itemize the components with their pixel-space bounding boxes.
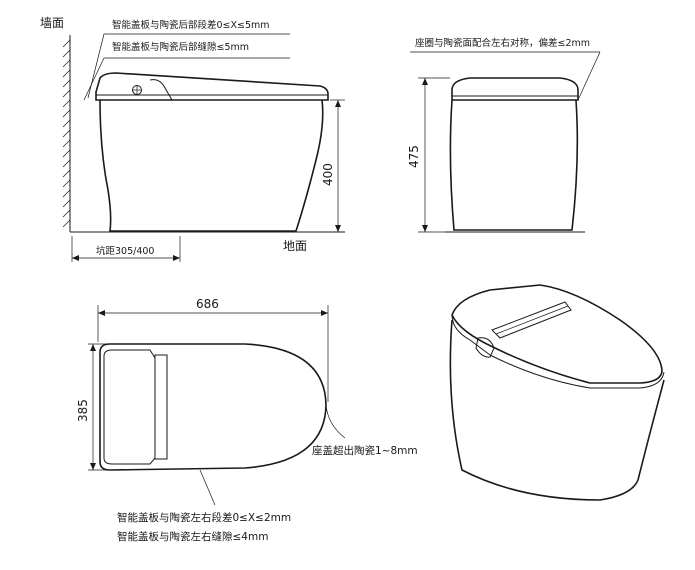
side-height-value: 400: [321, 163, 335, 186]
rear-leader-1: [87, 33, 105, 99]
top-control-panel: [103, 349, 156, 465]
front-bowl: [449, 99, 579, 231]
iso-bowl: [449, 319, 665, 501]
wall-hatch: [62, 39, 71, 228]
overhang-leader: [325, 404, 346, 439]
top-view: [88, 305, 346, 506]
iso-control-panel: [491, 301, 572, 339]
side-step-note: 智能盖板与陶瓷左右段差0≤X≤2mm: [117, 511, 291, 524]
iso-hinge: [475, 337, 495, 358]
side-gap-note: 智能盖板与陶瓷左右缝隙≤4mm: [117, 530, 268, 543]
side-note-leader: [199, 469, 216, 506]
top-lid-outline: [99, 343, 327, 471]
lid-overhang-note: 座盖超出陶瓷1~8mm: [312, 444, 418, 457]
width-value: 385: [76, 399, 90, 422]
iso-lid-edge: [451, 314, 665, 389]
rear-leader-2: [83, 57, 105, 101]
rear-gap-note: 智能盖板与陶瓷后部缝隙≤5mm: [112, 41, 249, 53]
front-lid: [451, 77, 579, 101]
wall-label: 墙面: [40, 16, 64, 30]
side-view: [62, 33, 345, 262]
rear-step-note: 智能盖板与陶瓷后部段差0≤X≤5mm: [112, 19, 270, 31]
symmetry-leader: [577, 51, 601, 101]
top-hinge-block: [154, 354, 168, 460]
side-bowl: [99, 99, 324, 232]
perspective-view: [449, 284, 665, 501]
side-lid: [95, 72, 329, 101]
iso-lid: [451, 284, 663, 384]
floor-label: 地面: [283, 239, 307, 253]
side-hinge: [149, 79, 173, 101]
seat-symmetry-note: 座圈与陶瓷面配合左右对称，偏差≤2mm: [415, 37, 590, 49]
front-view: [410, 51, 601, 233]
length-value: 686: [196, 297, 219, 311]
power-button-icon: [132, 85, 142, 95]
front-height-value: 475: [407, 145, 421, 168]
rough-in-label: 坑距305/400: [96, 245, 154, 257]
